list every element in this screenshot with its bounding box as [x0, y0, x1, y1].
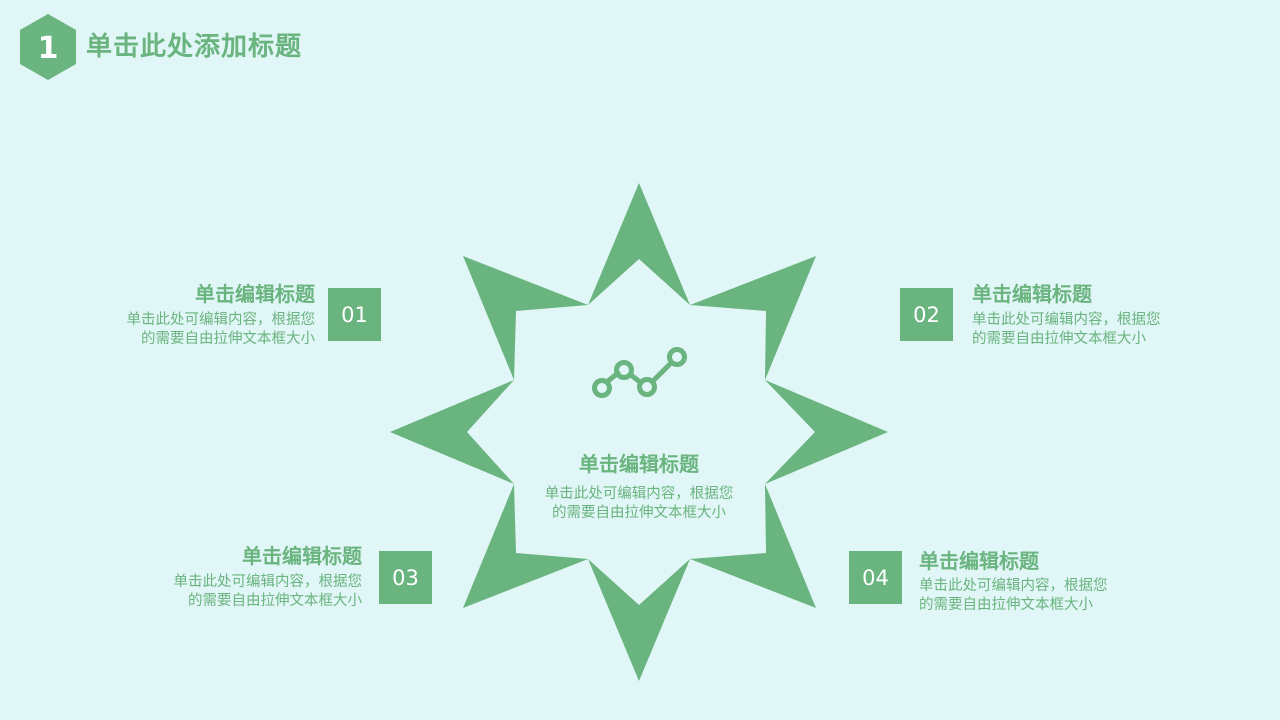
header-badge-number: 1 [37, 30, 59, 66]
item-04-title[interactable]: 单击编辑标题 [919, 549, 1039, 573]
page-title[interactable]: 单击此处添加标题 [86, 32, 303, 62]
item-03-desc-line1[interactable]: 单击此处可编辑内容，根据您 [173, 574, 363, 590]
center-desc-line2[interactable]: 的需要自由拉伸文本框大小 [552, 505, 726, 521]
center-title[interactable]: 单击编辑标题 [579, 452, 699, 476]
number-box-01: 01 [328, 288, 381, 341]
hexagon-icon [20, 14, 76, 80]
item-03-title[interactable]: 单击编辑标题 [242, 544, 362, 568]
number-box-04: 04 [849, 551, 902, 604]
item-04-desc-line1[interactable]: 单击此处可编辑内容，根据您 [919, 578, 1108, 594]
item-01-desc-line2[interactable]: 的需要自由拉伸文本框大小 [141, 331, 315, 347]
line-chart-icon [592, 347, 687, 398]
item-02-desc-line1[interactable]: 单击此处可编辑内容，根据您 [972, 312, 1161, 328]
item-02-title[interactable]: 单击编辑标题 [972, 282, 1092, 306]
item-04-desc-line2[interactable]: 的需要自由拉伸文本框大小 [919, 597, 1093, 613]
item-01-desc-line1[interactable]: 单击此处可编辑内容，根据您 [126, 312, 316, 328]
star-inner [467, 259, 815, 605]
center-desc-line1[interactable]: 单击此处可编辑内容，根据您 [544, 486, 734, 502]
item-03-desc-line2[interactable]: 的需要自由拉伸文本框大小 [188, 593, 362, 609]
item-01-title[interactable]: 单击编辑标题 [195, 282, 315, 306]
header-badge: 1 [18, 14, 78, 80]
number-box-03: 03 [379, 551, 432, 604]
item-02-desc-line2[interactable]: 的需要自由拉伸文本框大小 [972, 331, 1146, 347]
number-box-02: 02 [900, 288, 953, 341]
